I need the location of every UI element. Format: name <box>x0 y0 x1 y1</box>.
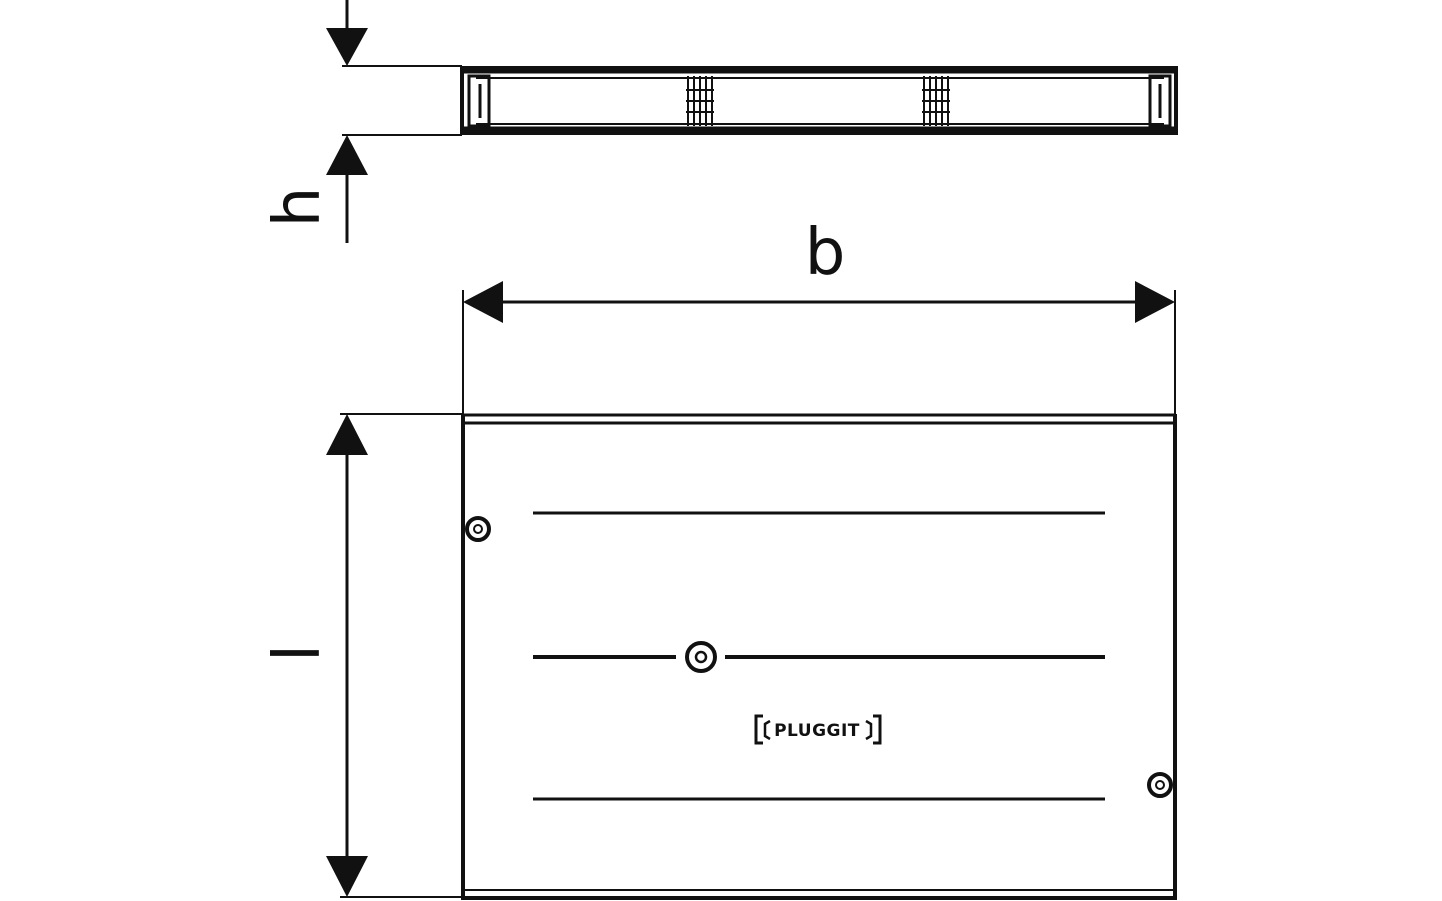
screw-left <box>465 516 491 542</box>
h-dimension <box>326 0 368 243</box>
side-end-left <box>467 74 491 128</box>
width-label: b <box>805 216 846 290</box>
l-arrow-bottom <box>326 856 368 897</box>
screw-right <box>1147 772 1173 798</box>
logo-bracket-left-inner <box>763 719 771 741</box>
side-profile-outer <box>460 66 1178 135</box>
side-view <box>342 65 1178 136</box>
l-dimension <box>326 414 368 897</box>
b-dimension <box>462 281 1176 414</box>
b-arrow-left <box>463 281 503 323</box>
b-arrow-right <box>1135 281 1175 323</box>
logo-bracket-right <box>873 714 882 745</box>
l-arrow-top <box>326 414 368 455</box>
logo-text: PLUGGIT <box>774 721 860 741</box>
h-arrow-bottom <box>326 135 368 175</box>
height-label: h <box>261 187 335 228</box>
length-label: l <box>261 644 335 662</box>
side-rib-right <box>922 76 950 126</box>
logo-bracket-left <box>754 714 763 745</box>
side-end-right <box>1148 74 1172 128</box>
screw-center <box>685 641 717 673</box>
plan-view <box>340 413 1177 900</box>
pluggit-logo: PLUGGIT <box>754 714 882 745</box>
h-arrow-top <box>326 28 368 66</box>
logo-bracket-right-inner <box>865 719 873 741</box>
side-rib-left <box>686 76 714 126</box>
